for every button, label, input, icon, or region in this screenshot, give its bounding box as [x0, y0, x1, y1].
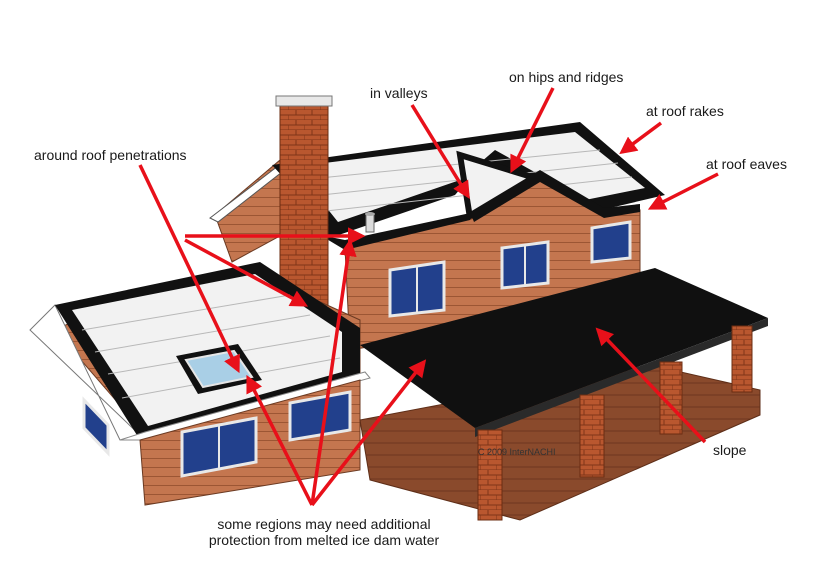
arrow-eave [647, 172, 719, 210]
copyright-notice: C 2009 InterNACHI [478, 447, 556, 457]
arrow-hip [510, 87, 555, 174]
porch-roof [360, 268, 768, 437]
arrow-region-3 [310, 359, 427, 507]
label-ice-dam-note: some regions may need additional protect… [172, 516, 476, 548]
arrow-slope [595, 327, 707, 444]
post [477, 429, 503, 521]
label-slope: slope [713, 442, 747, 458]
arrow-region-1 [246, 374, 314, 506]
windows [82, 220, 632, 478]
ice-dam-note-line-1: some regions may need additional [217, 516, 431, 532]
label-roof-eaves: at roof eaves [706, 156, 787, 172]
arrow-penetration-skylight [138, 164, 240, 374]
porch-posts [477, 325, 753, 521]
arrow-valley [410, 104, 470, 199]
label-hips-ridges: on hips and ridges [509, 69, 624, 85]
post [659, 361, 683, 435]
label-roof-rakes: at roof rakes [646, 103, 724, 119]
ice-dam-note-line-2: protection from melted ice dam water [208, 532, 440, 548]
label-valleys: in valleys [370, 85, 428, 101]
window [288, 390, 352, 442]
vent-pipe [365, 212, 375, 233]
window [590, 220, 632, 264]
arrow-penetration-chimney [184, 238, 309, 307]
window [82, 396, 110, 457]
callout-arrows [138, 87, 719, 507]
post [731, 325, 753, 393]
label-roof-penetrations: around roof penetrations [34, 147, 187, 163]
arrow-region-2 [310, 238, 357, 506]
arrow-rake [619, 121, 663, 155]
post [579, 394, 605, 478]
